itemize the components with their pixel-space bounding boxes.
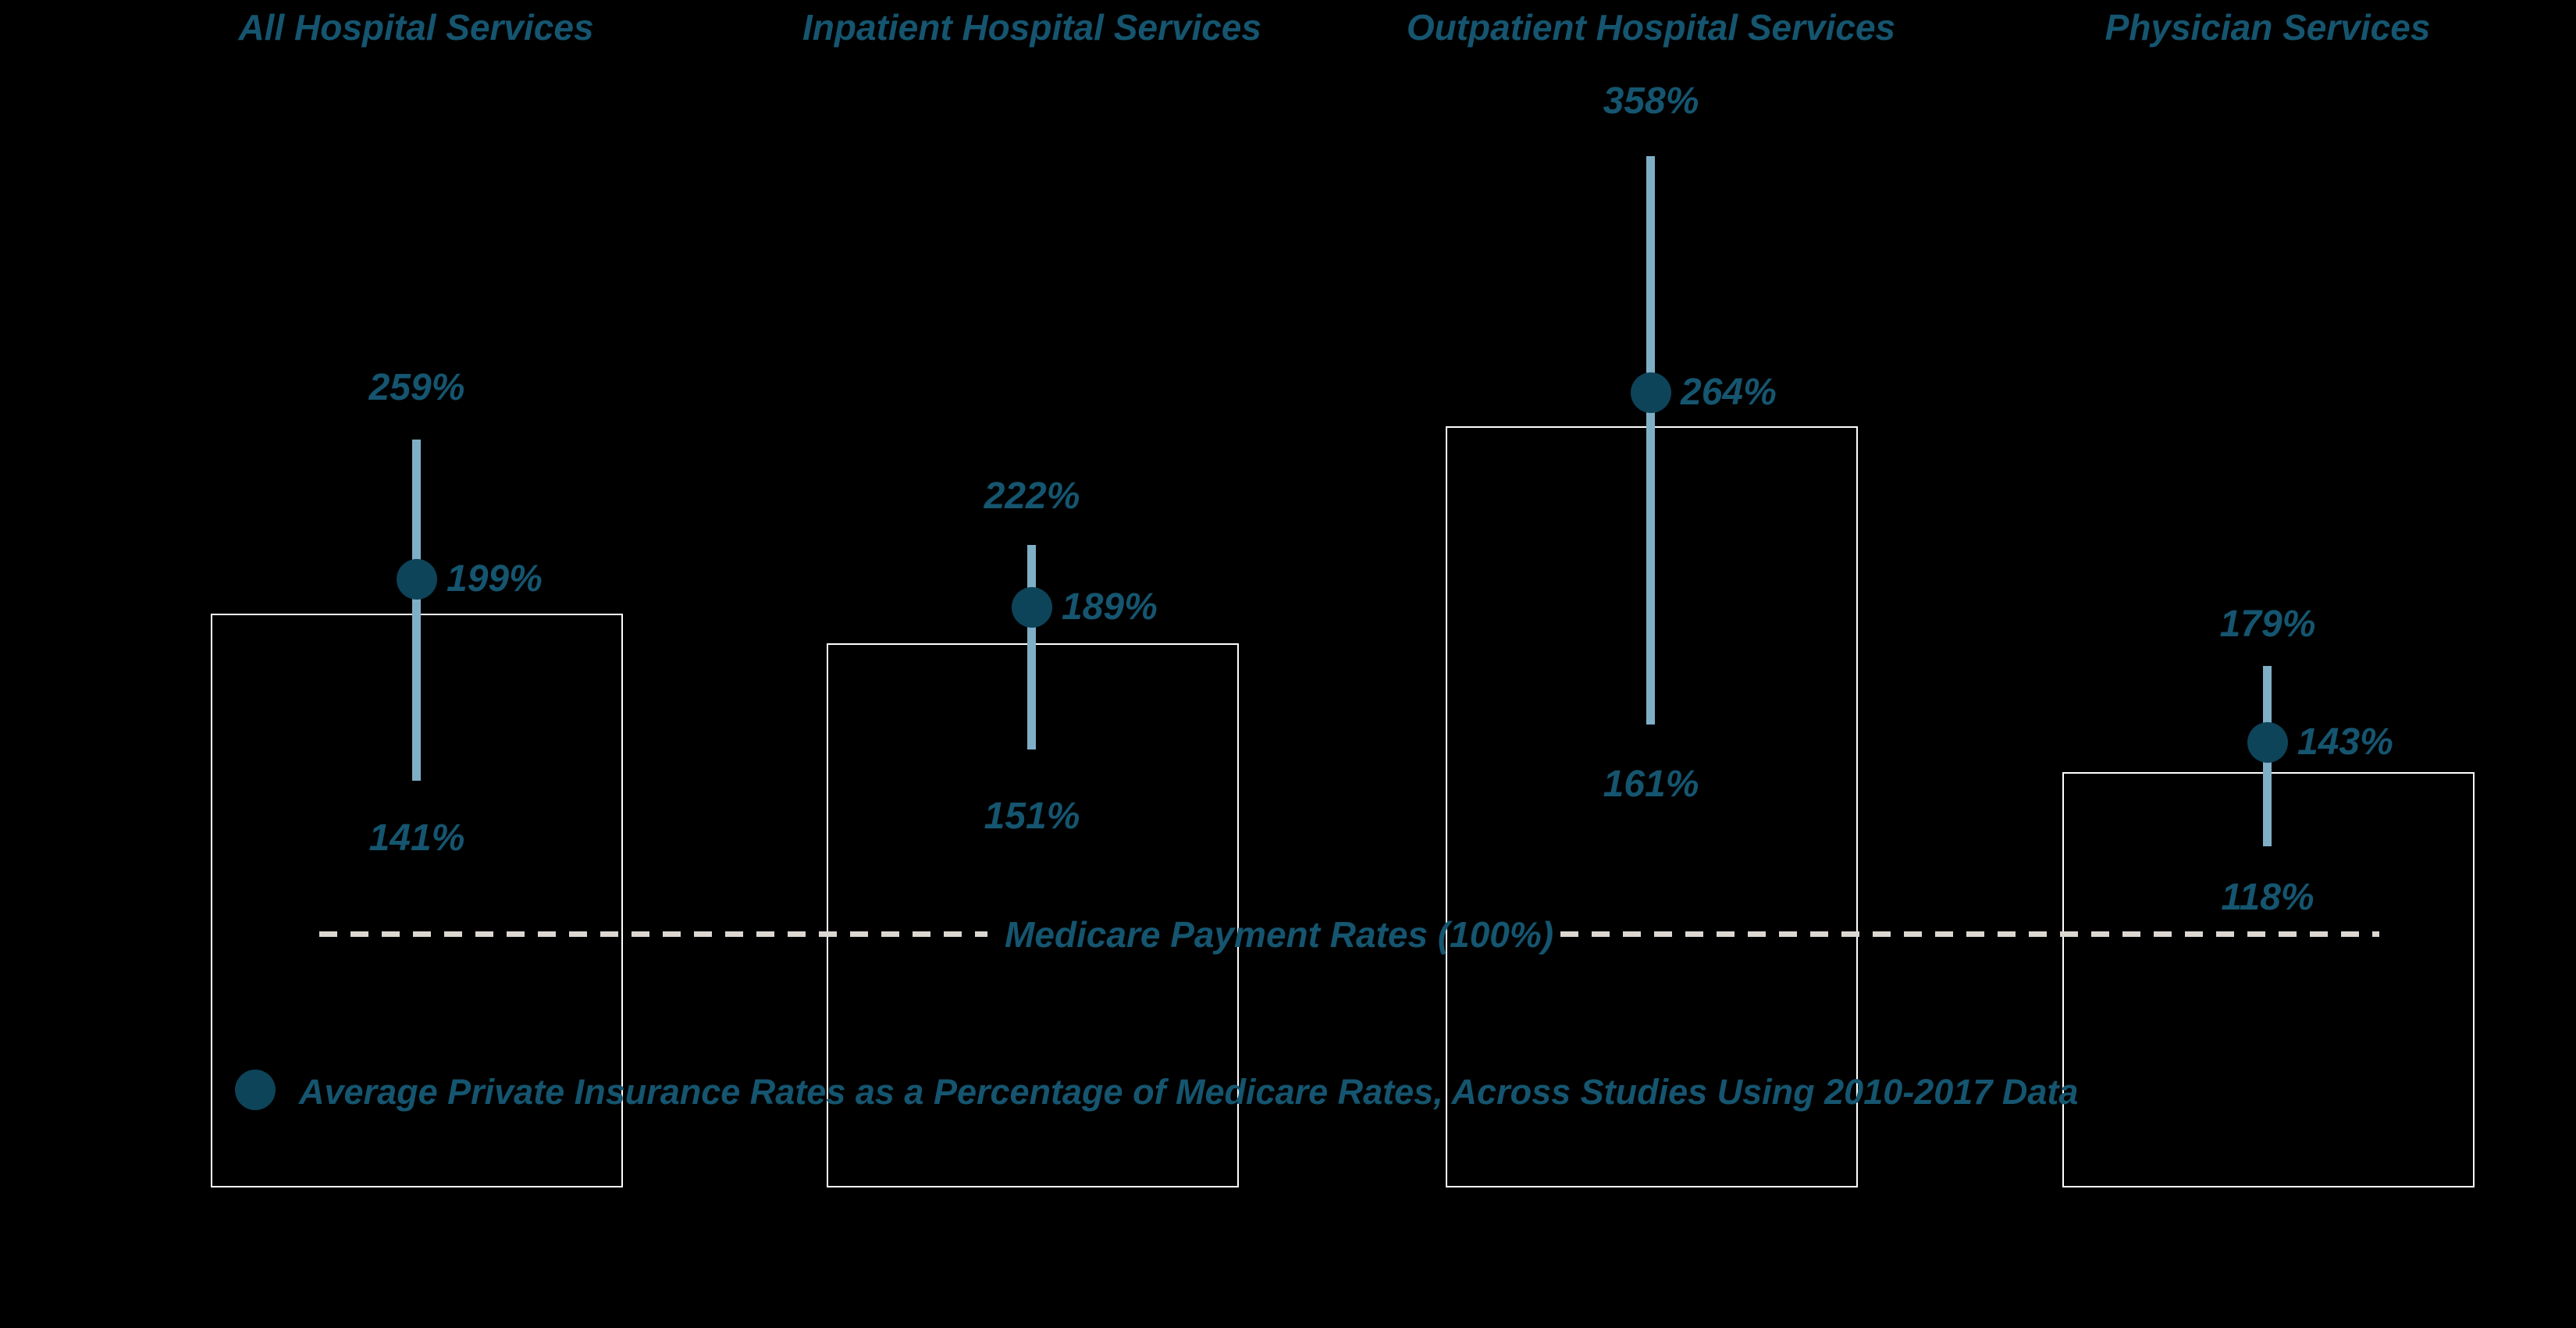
min-value-label: 141% (368, 817, 465, 859)
legend-label: Average Private Insurance Rates as a Per… (299, 1072, 2079, 1112)
range-bar-outpatient (1646, 156, 1655, 725)
average-dot-physician (2247, 722, 2288, 763)
max-value-label: 358% (1603, 80, 1699, 122)
category-title-physician: Physician Services (2105, 7, 2431, 48)
medicare-reference-line-left (319, 931, 987, 937)
range-bar-inpatient (1027, 545, 1036, 749)
category-title-all-hospital: All Hospital Services (238, 7, 594, 48)
medicare-reference-label: Medicare Payment Rates (100%) (1005, 914, 1554, 955)
min-value-label: 118% (2221, 877, 2314, 918)
category-title-outpatient: Outpatient Hospital Services (1406, 7, 1896, 48)
max-value-label: 222% (984, 475, 1080, 517)
medicare-reference-line-right (1560, 931, 2379, 937)
avg-value-label: 189% (1062, 586, 1158, 628)
category-title-inpatient: Inpatient Hospital Services (802, 7, 1261, 48)
min-value-label: 161% (1603, 764, 1699, 805)
avg-value-label: 264% (1681, 372, 1777, 413)
range-bar-all-hospital (412, 440, 421, 781)
average-dot-outpatient (1631, 372, 1671, 413)
legend-average-dot-icon (235, 1070, 276, 1110)
avg-value-label: 143% (2297, 721, 2393, 763)
average-dot-all-hospital (397, 559, 437, 600)
max-value-label: 259% (368, 367, 465, 408)
avg-value-label: 199% (447, 558, 543, 600)
max-value-label: 179% (2219, 603, 2316, 645)
average-dot-inpatient (1012, 587, 1052, 628)
min-value-label: 151% (984, 796, 1080, 837)
